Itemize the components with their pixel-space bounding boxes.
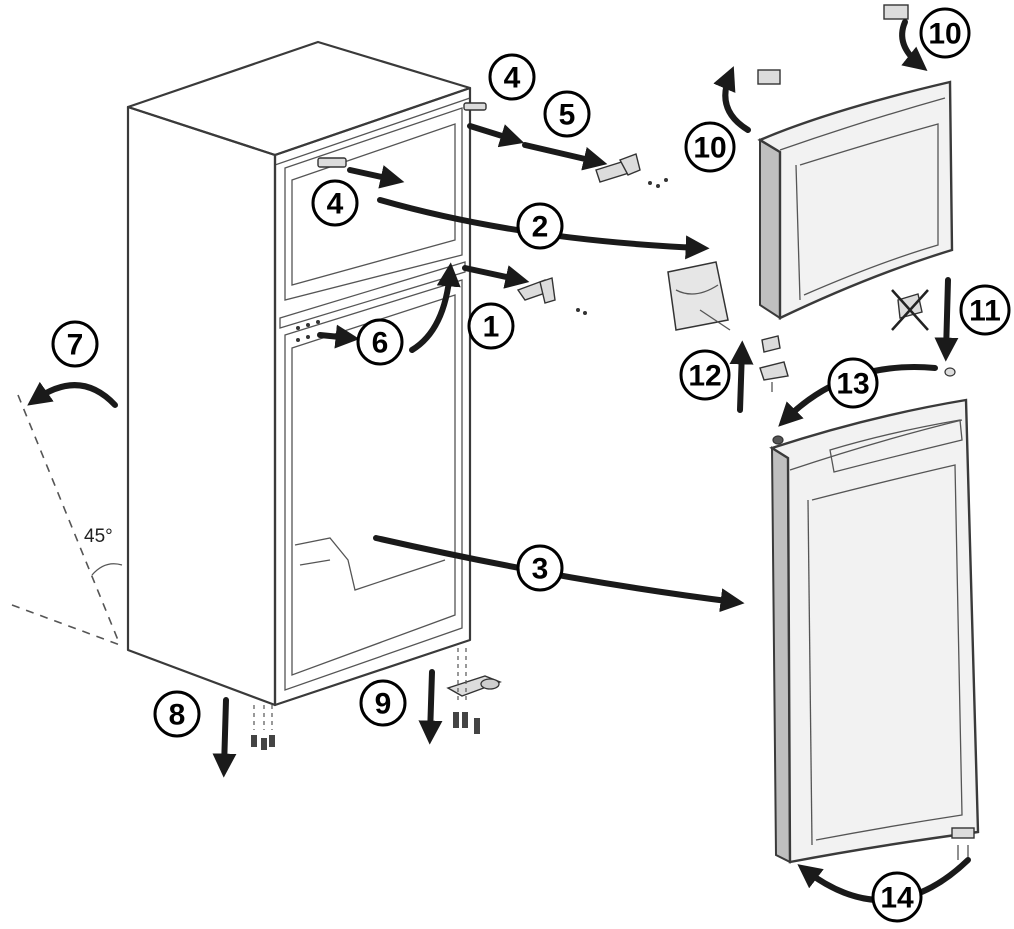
svg-text:14: 14 <box>880 882 914 915</box>
arrow-1 <box>462 265 530 289</box>
step-13: 13 <box>827 357 879 409</box>
top-cover-part <box>317 157 347 168</box>
refrigerator-cabinet <box>126 40 487 707</box>
step-3: 3 <box>516 544 564 592</box>
arrow-4-top <box>347 165 405 189</box>
freezer-door-cap-left <box>757 69 781 85</box>
step-14: 14 <box>871 871 923 923</box>
arrow-12 <box>729 340 754 413</box>
svg-text:6: 6 <box>372 327 389 360</box>
step-4-hinge: 4 <box>488 53 536 101</box>
svg-text:4: 4 <box>504 62 521 95</box>
step-7: 7 <box>51 320 99 368</box>
svg-text:10: 10 <box>928 18 961 51</box>
step-10-right: 10 <box>919 7 971 59</box>
arrow-10-left <box>713 66 751 133</box>
arrow-6-left <box>317 324 360 349</box>
step-12: 12 <box>679 349 731 401</box>
step-2: 2 <box>516 202 564 250</box>
svg-text:2: 2 <box>532 211 549 244</box>
svg-text:13: 13 <box>836 368 869 401</box>
freezer-door-cap-right <box>883 4 909 20</box>
arrow-5 <box>522 142 608 171</box>
svg-text:1: 1 <box>483 311 500 344</box>
tilt-guide-lines <box>11 394 123 646</box>
svg-text:5: 5 <box>559 99 576 132</box>
bottom-door-hinge-part <box>951 827 975 839</box>
step-5: 5 <box>543 90 591 138</box>
svg-text:3: 3 <box>532 553 549 586</box>
bottom-hinge <box>446 648 502 734</box>
step-4-freezer: 4 <box>311 179 359 227</box>
step-6: 6 <box>356 318 404 366</box>
freezer-door <box>757 4 954 320</box>
screw-holes <box>296 320 320 342</box>
svg-text:7: 7 <box>67 329 84 362</box>
svg-text:4: 4 <box>327 188 344 221</box>
door-stop-parts <box>759 289 956 445</box>
arrow-7 <box>27 381 118 408</box>
hinge-cover-part <box>463 102 487 111</box>
arrow-6 <box>409 262 461 353</box>
step-9: 9 <box>359 679 407 727</box>
foot-screws <box>251 705 275 750</box>
svg-text:10: 10 <box>693 132 726 165</box>
arrow-8 <box>212 697 237 778</box>
arrow-4-right <box>467 123 525 148</box>
arrow-9 <box>418 669 443 745</box>
step-callouts: 1 2 3 4 4 5 6 7 <box>51 7 1011 923</box>
parts-bag <box>667 261 731 331</box>
step-8: 8 <box>153 690 201 738</box>
svg-text:11: 11 <box>969 295 1001 328</box>
svg-text:12: 12 <box>688 360 721 393</box>
top-hinge <box>595 153 668 188</box>
fridge-door <box>769 398 980 864</box>
step-11: 11 <box>959 284 1011 336</box>
middle-hinge <box>516 277 587 315</box>
step-10-left: 10 <box>684 121 736 173</box>
svg-text:9: 9 <box>375 688 392 721</box>
arrow-11 <box>934 277 959 362</box>
svg-text:8: 8 <box>169 699 186 732</box>
angle-label: 45° <box>84 526 113 547</box>
step-1: 1 <box>467 302 515 350</box>
arrow-10-right <box>899 19 928 71</box>
